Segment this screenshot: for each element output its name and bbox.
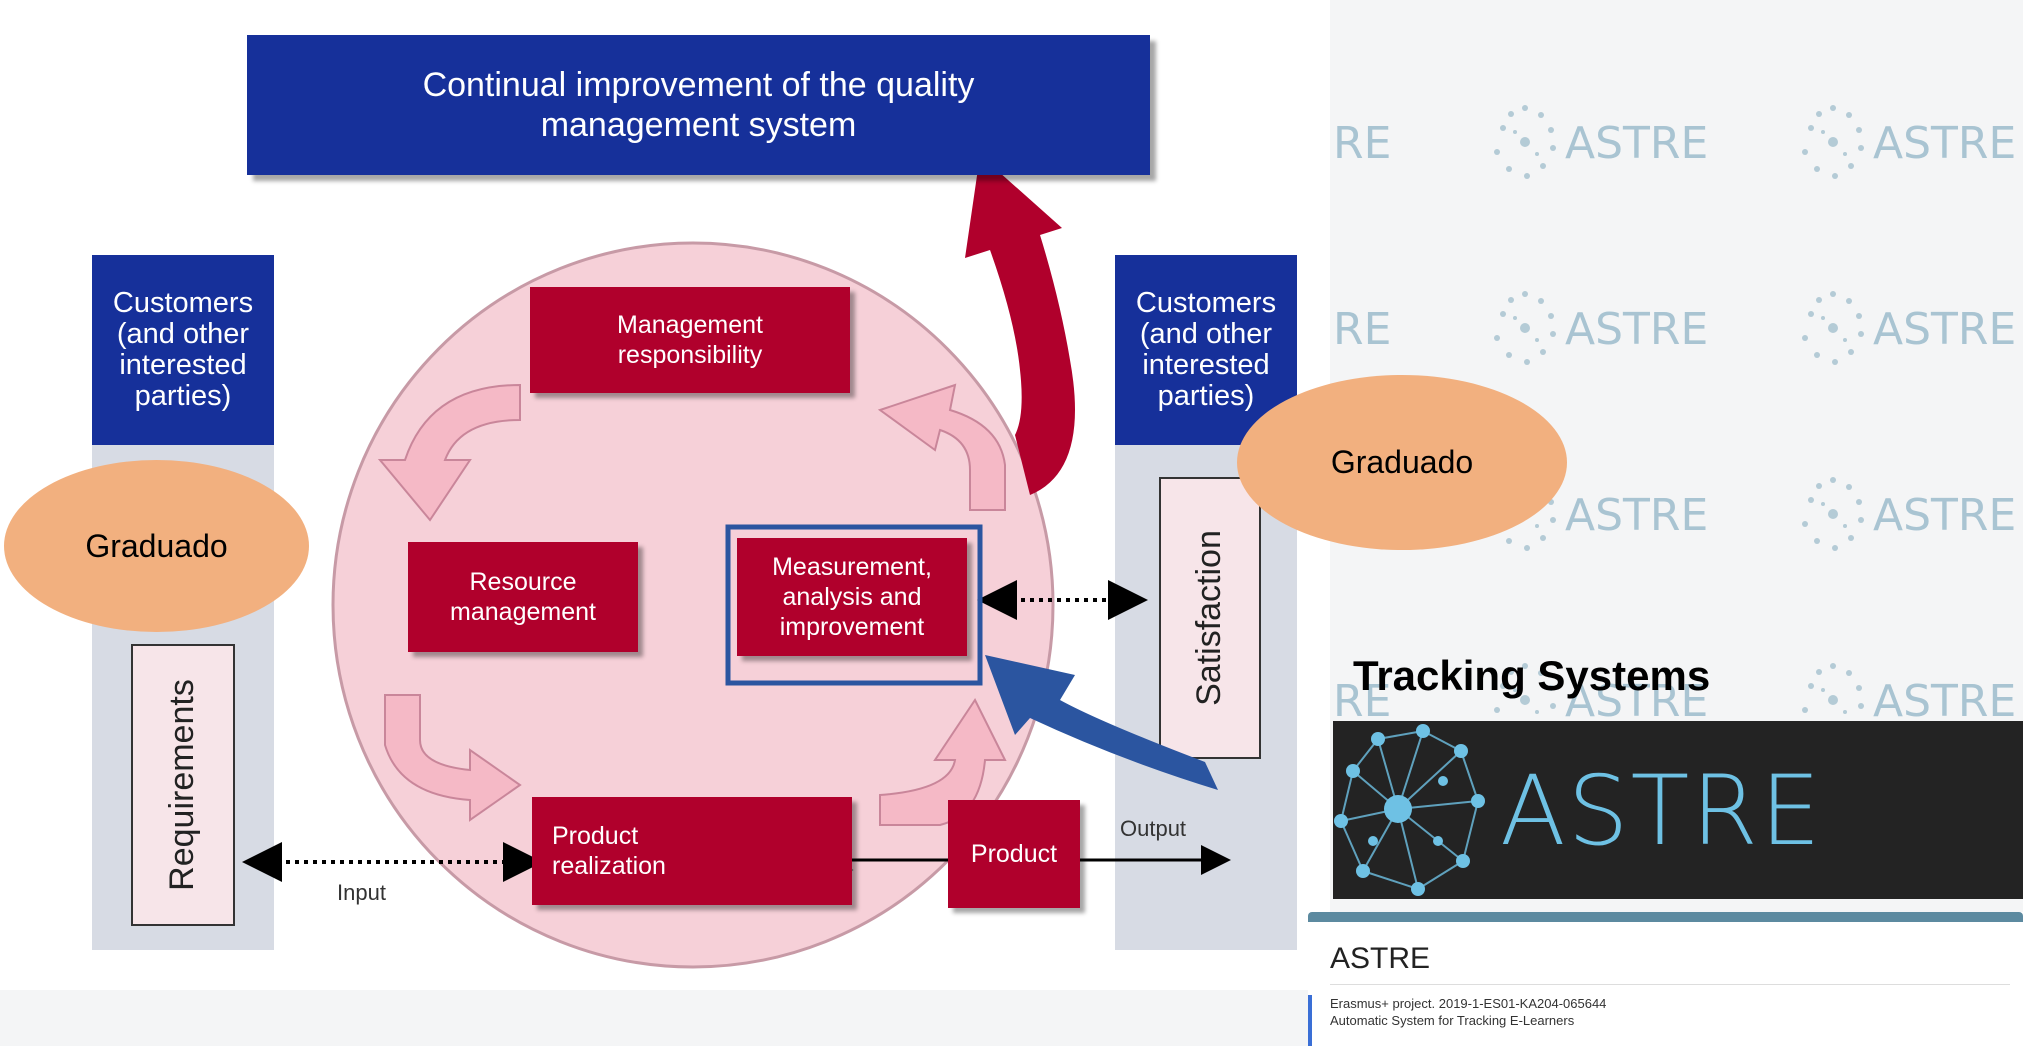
resource-management-box: Resource management [408,542,638,652]
requirements-box [131,644,235,926]
product-label: Product [970,840,1058,868]
graduado-right-ellipse: Graduado [1237,375,1567,550]
curved-arrow-top-right [877,383,1006,511]
watermark-text-partial: RE [1333,304,1391,355]
customers-left-label: Customers (and other interested parties) [112,287,254,412]
requirements-label: Requirements [163,679,201,891]
astre-card-description-line: Automatic System for Tracking E-Learners [1330,1013,1575,1028]
curved-arrow-bottom-left [384,694,522,822]
astre-card-title: ASTRE [1330,942,1431,975]
graduado-left-ellipse: Graduado [4,460,309,632]
astre-network-logo-icon [1334,724,1485,896]
product-realization-box: Product realization [532,797,852,905]
astre-card-divider [1330,984,2010,985]
watermark-text: ASTRE [1565,676,1708,727]
customers-right-label: Customers (and other interested parties) [1135,287,1277,412]
tracking-systems-title: Tracking Systems [1353,652,1711,699]
curved-arrow-top-left [377,383,521,522]
watermark-text: ASTRE [1873,304,2016,355]
improvement-arrow [965,155,1075,495]
customers-right-box: Customers (and other interested parties) [1115,255,1297,445]
astre-card-project-line: Erasmus+ project. 2019-1-ES01-KA204-0656… [1330,996,1607,1011]
astre-card-topbar [1308,912,2023,922]
watermark-text: ASTRE [1873,490,2016,541]
graduado-left-label: Graduado [85,527,228,564]
management-responsibility-box: Management responsibility [530,287,850,393]
management-responsibility-label: Management responsibility [617,311,763,369]
resource-management-label: Resource management [450,568,596,626]
watermark-text: ASTRE [1565,490,1708,541]
astre-info-card [1308,912,2023,1046]
output-label: Output [1120,816,1187,841]
product-realization-label: Product realization [552,822,666,880]
astre-card-accent [1308,995,1312,1046]
product-box: Product [948,800,1080,908]
measurement-highlight [725,524,983,686]
satisfaction-label: Satisfaction [1190,530,1228,706]
watermark-text-partial: RE [1333,676,1391,727]
watermark-text-partial: RE [1333,118,1391,169]
header-banner: Continual improvement of the quality man… [247,35,1150,175]
blue-pointer-arrow [985,655,1218,790]
input-label: Input [337,880,386,905]
watermark-text: ASTRE [1873,118,2016,169]
watermark-text: ASTRE [1565,118,1708,169]
customers-left-box: Customers (and other interested parties) [92,255,274,445]
header-title: Continual improvement of the quality man… [422,66,975,144]
watermark-text: ASTRE [1565,304,1708,355]
diagram-shapes [92,155,1297,969]
measurement-box: Measurement, analysis and improvement [737,538,967,656]
satisfaction-box [1159,477,1261,759]
graduado-right-label: Graduado [1330,444,1474,480]
watermark-text: ASTRE [1873,676,2016,727]
measurement-label: Measurement, analysis and improvement [772,553,932,641]
astre-banner-text: ASTRE [1500,755,1823,867]
astre-banner [1333,721,2023,899]
